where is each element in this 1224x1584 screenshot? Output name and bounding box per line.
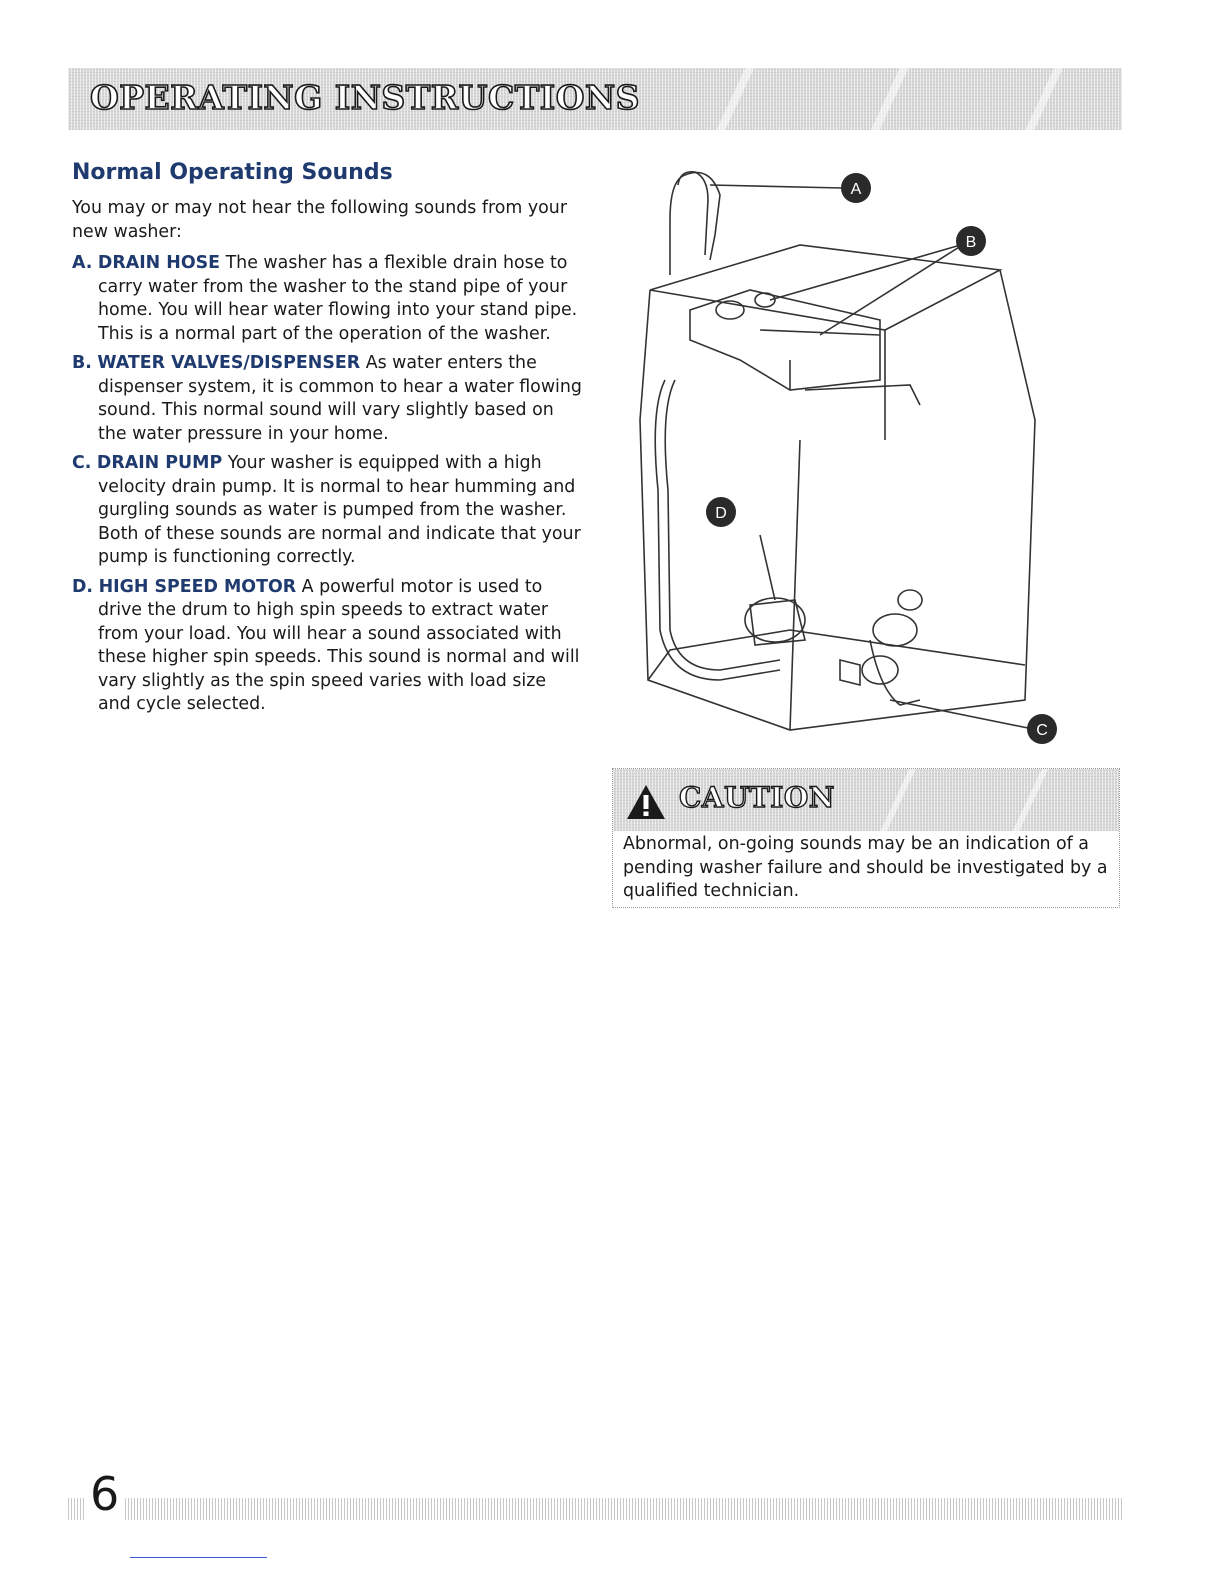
callout-b-label: B — [966, 234, 977, 251]
item-text: The washer has a flexible drain hose to … — [98, 253, 578, 344]
item-text: Your washer is equipped with a high velo… — [98, 453, 581, 567]
normal-sounds-section: Normal Operating Sounds You may or may n… — [72, 160, 582, 723]
warning-triangle-icon — [627, 785, 665, 819]
item-text: As water enters the dispenser system, it… — [98, 353, 582, 444]
item-letter: D. — [72, 576, 94, 597]
header-banner: OPERATING INSTRUCTIONS — [68, 68, 1122, 130]
caution-box: CAUTION Abnormal, on-going sounds may be… — [612, 768, 1120, 908]
callout-b: B — [956, 226, 986, 256]
sound-item-water-valves: B. WATER VALVES/DISPENSER As water enter… — [72, 352, 582, 446]
callout-a: A — [841, 173, 871, 203]
callout-d: D — [706, 497, 736, 527]
sounds-list: A. DRAIN HOSE The washer has a flexible … — [72, 252, 582, 717]
intro-paragraph: You may or may not hear the following so… — [72, 198, 567, 242]
washer-diagram: A B C D — [630, 160, 1090, 750]
caution-text: Abnormal, on-going sounds may be an indi… — [623, 834, 1108, 901]
caution-header: CAUTION — [613, 769, 1119, 831]
item-term: HIGH SPEED MOTOR — [98, 576, 297, 597]
item-term: DRAIN HOSE — [97, 253, 221, 273]
section-heading: Normal Operating Sounds — [72, 160, 393, 185]
callout-c: C — [1027, 714, 1057, 744]
footer-band — [68, 1498, 1122, 1520]
sound-item-high-speed-motor: D. HIGH SPEED MOTOR A powerful motor is … — [72, 576, 582, 717]
caution-title: CAUTION — [678, 780, 835, 814]
item-text: A powerful motor is used to drive the dr… — [98, 576, 580, 715]
item-letter: C. — [72, 453, 92, 473]
item-term: WATER VALVES/DISPENSER — [97, 353, 361, 373]
item-term: DRAIN PUMP — [96, 453, 223, 473]
page-number: 6 — [86, 1468, 124, 1520]
callout-d-label: D — [715, 505, 727, 522]
sound-item-drain-pump: C. DRAIN PUMP Your washer is equipped wi… — [72, 452, 582, 570]
callout-c-label: C — [1036, 722, 1048, 739]
footer-rule — [130, 1557, 267, 1558]
sound-item-drain-hose: A. DRAIN HOSE The washer has a flexible … — [72, 252, 582, 346]
page-title: OPERATING INSTRUCTIONS — [89, 77, 640, 118]
item-letter: B. — [72, 353, 92, 373]
item-letter: A. — [72, 253, 93, 273]
callout-a-label: A — [851, 181, 862, 198]
